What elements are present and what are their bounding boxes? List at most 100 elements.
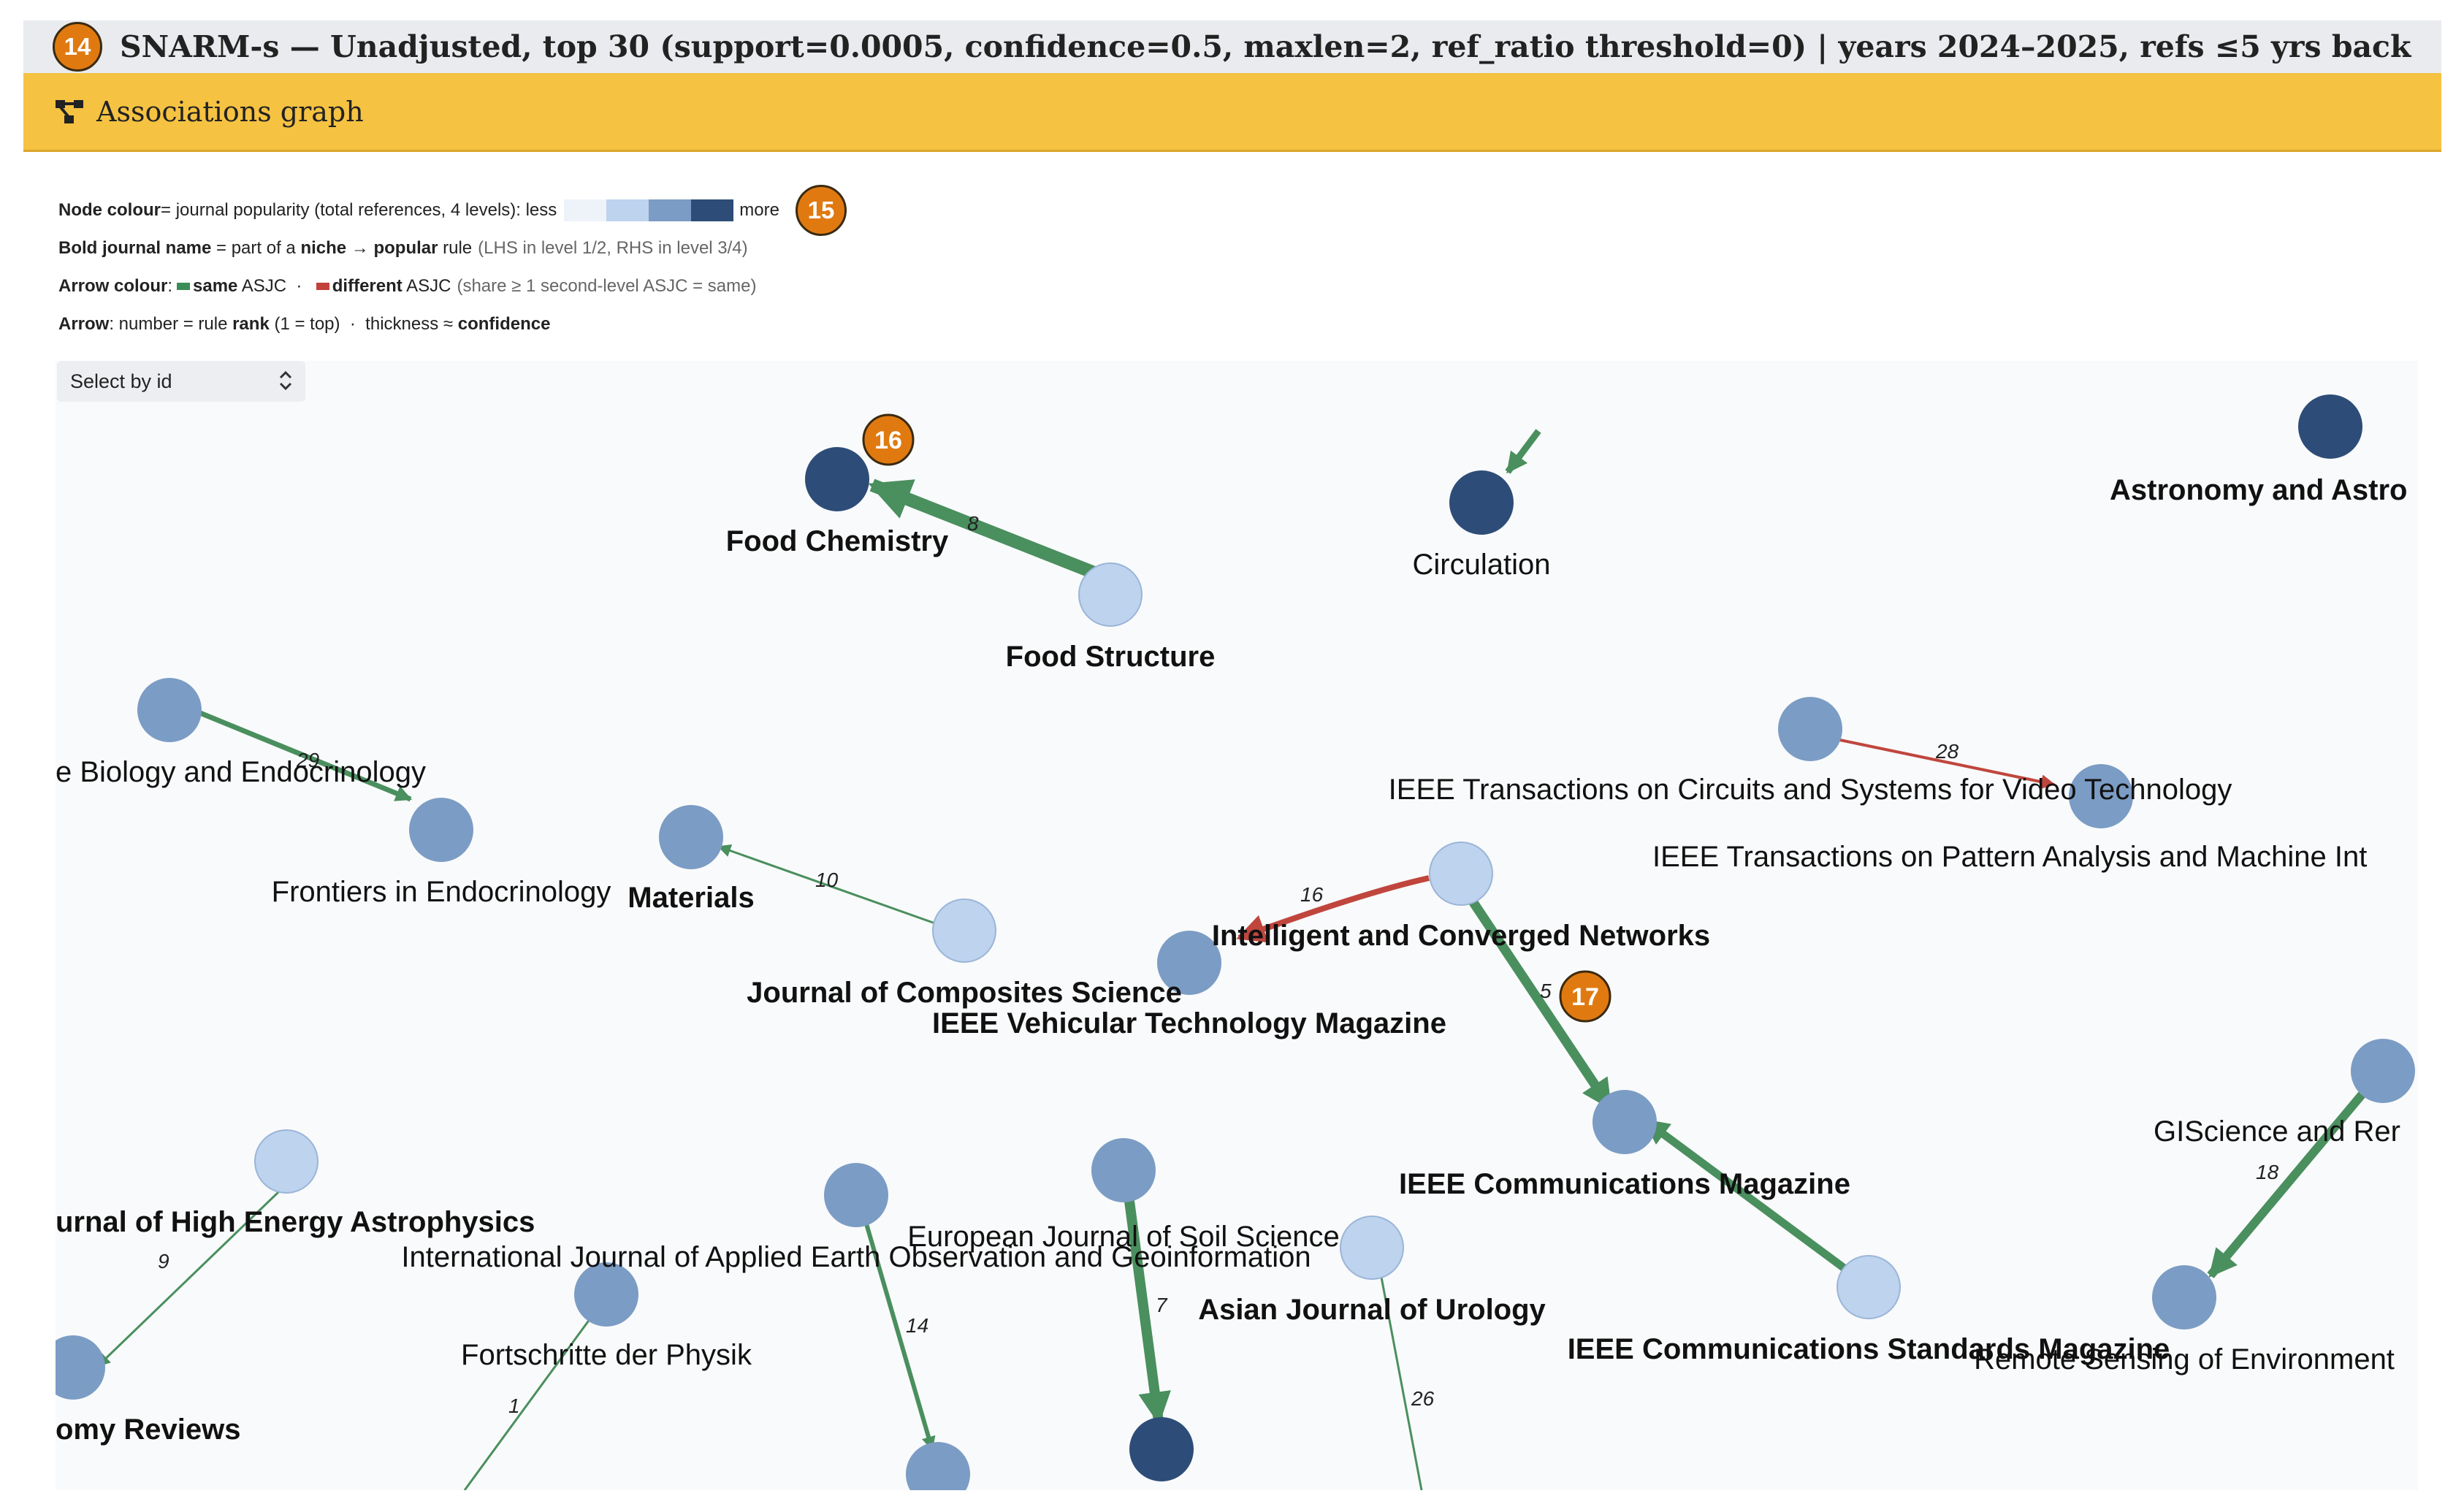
page-title: SNARM-s — Unadjusted, top 30 (support=0.… <box>120 29 2411 64</box>
node-remote-sensing[interactable] <box>2152 1265 2216 1329</box>
node-label: Food Chemistry <box>726 525 949 557</box>
edge-rank-label: 26 <box>1411 1387 1435 1410</box>
select-label: Select by id <box>70 370 172 392</box>
edge-rank-label: 1 <box>508 1395 520 1417</box>
edge-9[interactable] <box>96 1172 300 1367</box>
edge-rank-label: 14 <box>906 1314 928 1337</box>
legend-key: Arrow colour <box>58 276 168 296</box>
legend-different: different <box>332 276 403 296</box>
node-high-energy[interactable] <box>254 1129 319 1194</box>
node-label: Journal of Composites Science <box>747 977 1182 1009</box>
associations-graph-canvas[interactable]: 8 29 10 28 16 5 18 9 14 7 26 1 <box>56 361 2418 1490</box>
swatch-level-1 <box>564 199 607 221</box>
edge-7[interactable] <box>1121 1178 1171 1425</box>
node-label: GIScience and Rer <box>2154 1115 2400 1148</box>
graph-svg[interactable]: 8 29 10 28 16 5 18 9 14 7 26 1 <box>56 361 2418 1490</box>
same-asjc-swatch <box>177 283 191 290</box>
edge-comm-std[interactable] <box>1642 1117 1857 1279</box>
node-composites[interactable] <box>932 899 996 963</box>
node-label: IEEE Transactions on Circuits and System… <box>1389 774 2232 806</box>
legend-more: more <box>739 200 779 220</box>
legend-note: (share ≥ 1 second-level ASJC = same) <box>457 276 757 296</box>
legend-node-colour: Node colour = journal popularity (total … <box>58 185 847 236</box>
legend-same: same <box>193 276 238 296</box>
node-ieee-comm-magazine[interactable] <box>1593 1090 1657 1154</box>
node-label: IEEE Vehicular Technology Magazine <box>932 1007 1446 1039</box>
node-intelligent-converged[interactable] <box>1429 842 1493 906</box>
swatch-level-3 <box>649 199 692 221</box>
edge-10[interactable] <box>717 844 936 925</box>
node-label: Intelligent and Converged Networks <box>1212 920 1710 952</box>
legend-confidence: confidence <box>457 314 551 334</box>
node-european-soil[interactable] <box>824 1163 888 1227</box>
edge-rank-label: 16 <box>1300 883 1324 906</box>
node-bottom-b[interactable] <box>1129 1417 1194 1481</box>
node-giscience[interactable] <box>2351 1039 2415 1103</box>
edge-8[interactable] <box>868 478 1112 585</box>
node-label: Remote Sensing of Environment <box>1974 1343 2395 1376</box>
node-label: omy Reviews <box>56 1413 240 1446</box>
chevron-updown-icon <box>279 370 292 391</box>
edge-18[interactable] <box>2207 1075 2379 1278</box>
graph-legend: Node colour = journal popularity (total … <box>58 185 847 343</box>
edge-16[interactable] <box>1236 875 1430 943</box>
node-ieee-vehicular[interactable] <box>1157 931 1221 995</box>
node-ieee-pami[interactable] <box>2069 764 2133 828</box>
edge-14[interactable] <box>858 1203 936 1451</box>
edge-rank-label: 5 <box>1540 980 1552 1002</box>
annotation-badge: 15 <box>795 185 847 236</box>
edge-rank-label: 8 <box>967 512 979 535</box>
edge-28[interactable] <box>1836 738 2056 790</box>
node-ijaeo[interactable] <box>1091 1138 1156 1202</box>
node-label: Materials <box>628 882 754 914</box>
node-label: Frontiers in Endocrinology <box>272 876 611 908</box>
node-food-structure[interactable] <box>1078 562 1143 627</box>
panel-title: Associations graph <box>96 95 364 128</box>
legend-arrow: → <box>346 238 374 258</box>
annotation-badge: 14 <box>53 22 102 72</box>
node-label: e Biology and Endocrinology <box>56 756 426 788</box>
edge-26[interactable] <box>1376 1257 1423 1490</box>
node-circulation[interactable] <box>1449 470 1514 535</box>
edge-29[interactable] <box>199 710 413 802</box>
swatch-level-4 <box>691 199 734 221</box>
node-fortschritte[interactable] <box>574 1262 638 1327</box>
legend-arrow: Arrow : number = rule rank (1 = top) · t… <box>58 305 847 343</box>
edge-1[interactable] <box>463 1310 598 1490</box>
node-label: European Journal of Soil Science <box>907 1221 1339 1253</box>
edge-rank-label: 10 <box>815 869 839 891</box>
legend-text: = journal popularity (total references, … <box>161 200 557 220</box>
select-by-id-dropdown[interactable]: Select by id <box>57 361 305 402</box>
edge-circulation-in[interactable] <box>1505 429 1541 474</box>
node-biology-endocrinology[interactable] <box>137 678 202 742</box>
node-food-chemistry[interactable] <box>805 447 869 511</box>
legend-text: (1 = top) · thickness ≈ <box>269 314 458 334</box>
legend-text: ASJC · <box>237 276 312 296</box>
node-bottom-a[interactable] <box>906 1442 970 1490</box>
annotation-badge: 16 <box>862 413 915 466</box>
node-asian-urology[interactable] <box>1340 1216 1404 1280</box>
node-astronomy-reviews[interactable] <box>56 1335 105 1400</box>
legend-niche: niche <box>300 238 347 258</box>
edge-rank-label: 29 <box>296 749 319 771</box>
legend-text: : number = rule <box>109 314 233 334</box>
annotation-badge: 17 <box>1559 970 1611 1023</box>
edge-5[interactable] <box>1468 899 1614 1110</box>
node-frontiers-endocrinology[interactable] <box>409 798 473 862</box>
node-materials[interactable] <box>659 805 723 869</box>
legend-rank: rank <box>232 314 270 334</box>
node-label: Circulation <box>1413 549 1551 581</box>
legend-sep: : <box>167 276 173 296</box>
node-astronomy[interactable] <box>2298 394 2362 459</box>
legend-key: Bold journal name <box>58 238 212 258</box>
legend-note: (LHS in level 1/2, RHS in level 3/4) <box>478 238 748 258</box>
node-label: Astronomy and Astro <box>2110 474 2407 506</box>
associations-graph-panel-header[interactable]: Associations graph <box>23 73 2441 152</box>
node-label: International Journal of Applied Earth O… <box>401 1241 1311 1273</box>
node-label: IEEE Communications Standards Magazine <box>1568 1333 2170 1365</box>
node-ieee-circuits[interactable] <box>1778 697 1842 761</box>
node-ieee-comm-standards[interactable] <box>1836 1255 1901 1319</box>
legend-text: = part of a <box>211 238 301 258</box>
legend-key: Arrow <box>58 314 110 334</box>
page-header: 14 SNARM-s — Unadjusted, top 30 (support… <box>23 20 2441 73</box>
